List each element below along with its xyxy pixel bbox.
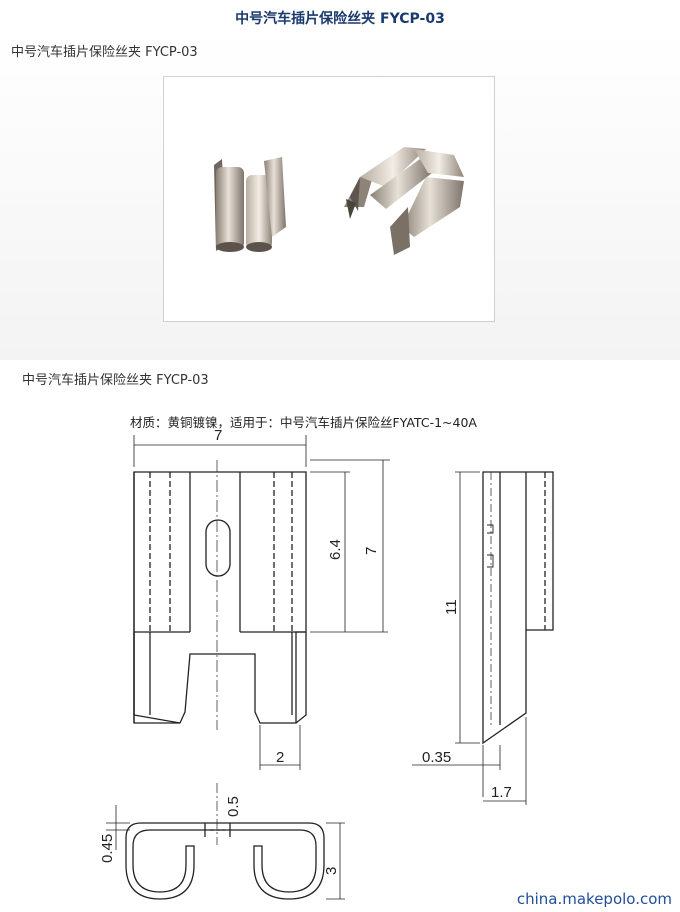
- dim-height-a: 6.4: [327, 539, 344, 560]
- drawing-title: 中号汽车插片保险丝夹 FYCP-03: [22, 373, 209, 388]
- technical-drawing: 7 6.4 7 11 2 0.35 1.7 0.5 0.45 3: [99, 427, 554, 900]
- product-photo[interactable]: [163, 76, 495, 322]
- material-note: 材质：黄铜镀镍，适用于：中号汽车插片保险丝FYATC-1~40A: [130, 415, 477, 430]
- fuse-clip-illustration: [214, 147, 464, 255]
- clip-right: [344, 147, 464, 255]
- product-section-label: 中号汽车插片保险丝夹 FYCP-03: [11, 45, 198, 60]
- dim-side-tab: 1.7: [491, 784, 512, 801]
- dim-height-b: 7: [363, 547, 380, 555]
- page-title: 中号汽车插片保险丝夹 FYCP-03: [235, 11, 445, 27]
- clip-left: [214, 157, 286, 252]
- dim-tab-width: 2: [276, 749, 284, 766]
- dim-slot: 0.5: [225, 796, 242, 817]
- dim-lip: 0.45: [99, 834, 116, 863]
- dim-width-top: 7: [214, 427, 222, 444]
- dim-profile-height: 3: [323, 867, 340, 875]
- dim-height-side: 11: [443, 599, 460, 615]
- dim-thickness: 0.35: [422, 749, 451, 766]
- watermark: china.makepolo.com: [516, 890, 672, 908]
